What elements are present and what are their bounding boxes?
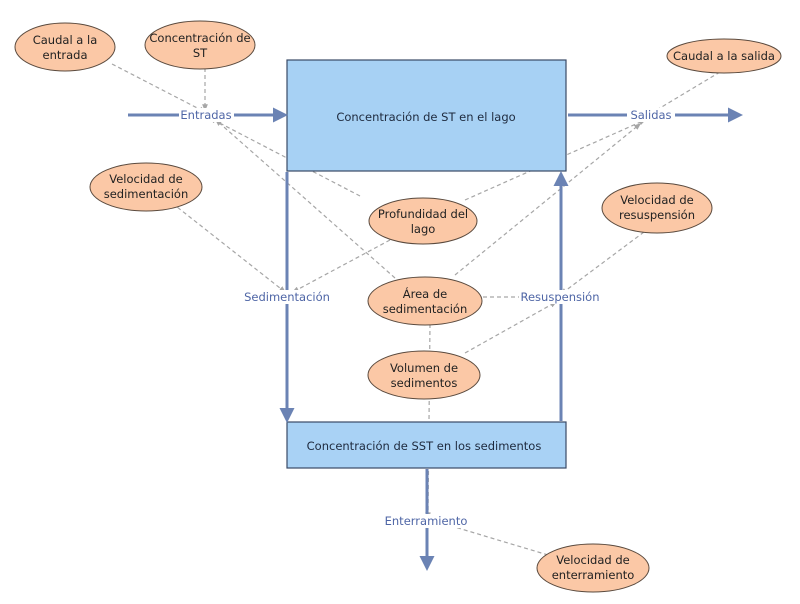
flow-resuspension[interactable]: Resuspensión	[519, 290, 601, 304]
variable-volumen-sedimentos[interactable]: Volumen de sedimentos	[367, 350, 481, 400]
variable-caudal-salida-line1: Caudal a la salida	[673, 49, 775, 63]
variable-profundidad-line1: Profundidad del	[378, 207, 468, 221]
variable-vel-sedimentacion-line1: Velocidad de	[109, 172, 182, 186]
variable-vel-resuspension-line2: resuspensión	[619, 208, 695, 222]
flow-sedimentacion[interactable]: Sedimentación	[242, 290, 332, 304]
variable-area-sedimentacion-line1: Área de	[403, 286, 448, 301]
flow-salidas-label: Salidas	[630, 108, 671, 122]
flow-sedimentacion-label: Sedimentación	[244, 290, 330, 304]
link-vel-resuspension-to-resuspension	[559, 231, 645, 295]
variable-caudal-salida[interactable]: Caudal a la salida	[666, 38, 782, 74]
link-area-to-salidas	[454, 123, 642, 276]
variable-caudal-entrada-line2: entrada	[43, 48, 88, 62]
link-vel-sedimentacion-to-sedimentacion	[171, 202, 287, 293]
variable-caudal-entrada[interactable]: Caudal a la entrada	[14, 22, 116, 72]
variable-concentracion-st-line1: Concentración de	[149, 31, 250, 45]
flow-salidas[interactable]: Salidas	[627, 108, 675, 122]
stock-lake-label: Concentración de ST en el lago	[336, 110, 515, 124]
stock-sediments[interactable]: Concentración de SST en los sedimentos	[286, 421, 567, 469]
flow-resuspension-label: Resuspensión	[521, 290, 600, 304]
flow-entradas-label: Entradas	[180, 108, 231, 122]
flow-entradas[interactable]: Entradas	[179, 108, 234, 122]
variable-volumen-sedimentos-line2: sedimentos	[391, 376, 458, 390]
variable-vel-enterramiento-line1: Velocidad de	[556, 553, 629, 567]
link-profundidad-to-sedimentacion	[291, 239, 391, 293]
variable-profundidad[interactable]: Profundidad del lago	[368, 197, 478, 245]
variable-profundidad-line2: lago	[411, 222, 436, 236]
link-caudal-entrada-to-entradas	[111, 63, 207, 113]
link-profundidad-to-entradas	[208, 117, 361, 197]
variable-vel-sedimentacion[interactable]: Velocidad de sedimentación	[89, 162, 203, 212]
variable-vel-resuspension-line1: Velocidad de	[620, 193, 693, 207]
stock-sediments-label: Concentración de SST en los sedimentos	[307, 439, 542, 453]
variable-vel-enterramiento[interactable]: Velocidad de enterramiento	[536, 543, 650, 593]
flow-enterramiento[interactable]: Enterramiento	[380, 514, 472, 528]
stock-lake[interactable]: Concentración de ST en el lago	[286, 59, 567, 172]
variable-vel-enterramiento-line2: enterramiento	[552, 568, 635, 582]
link-vel-enterramiento-to-enterramiento	[436, 520, 549, 556]
variable-concentracion-st[interactable]: Concentración de ST	[144, 20, 256, 70]
variable-vel-sedimentacion-line2: sedimentación	[104, 187, 189, 201]
flow-enterramiento-label: Enterramiento	[385, 514, 468, 528]
variable-caudal-entrada-line1: Caudal a la	[33, 33, 98, 47]
variable-concentracion-st-line2: ST	[193, 46, 208, 60]
variable-volumen-sedimentos-line1: Volumen de	[390, 361, 458, 375]
variable-vel-resuspension[interactable]: Velocidad de resuspensión	[601, 182, 713, 234]
link-area-to-entradas	[214, 119, 396, 279]
link-volumen-to-resuspension	[464, 301, 558, 354]
variable-area-sedimentacion-line2: sedimentación	[383, 302, 468, 316]
variable-area-sedimentacion[interactable]: Área de sedimentación	[367, 276, 483, 326]
